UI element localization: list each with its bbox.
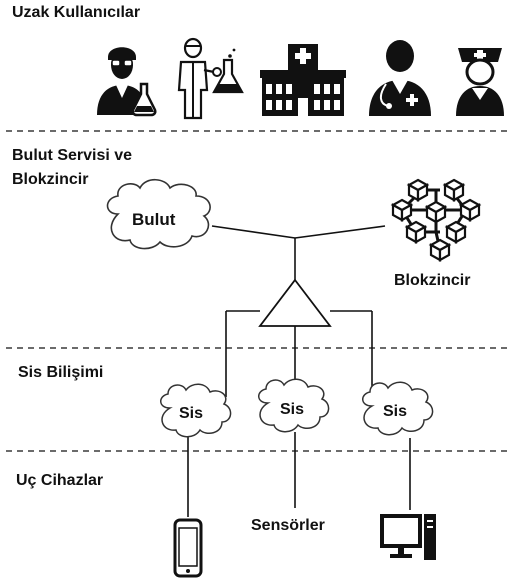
fog-node-label-1: Sis [179, 405, 204, 422]
desktop-computer-icon [380, 514, 436, 560]
nurse-icon [456, 48, 504, 116]
section-title-remote-users: Uzak Kullanıcılar [12, 4, 141, 21]
section-title-edge-devices: Uç Cihazlar [16, 472, 104, 489]
blockchain-label: Blokzincir [394, 272, 471, 289]
hospital-icon [260, 44, 346, 116]
cloud-shape [106, 178, 211, 250]
connection-lines [187, 225, 411, 517]
blockchain-cubes-icon [391, 178, 481, 262]
cloud-label: Bulut [132, 210, 176, 229]
fog-node-label-2: Sis [280, 401, 305, 418]
smartphone-icon [173, 518, 203, 578]
doctor-icon [369, 40, 431, 116]
section-title-cloud-service-line2: Blokzincir [12, 171, 89, 188]
lab-technician-icon [177, 37, 244, 120]
sensors-label: Sensörler [251, 517, 325, 534]
fog-cloud-shapes [160, 378, 434, 438]
section-title-cloud-service: Bulut Servisi ve [12, 147, 133, 164]
network-hub-triangle [258, 278, 332, 327]
scientist-icon [97, 47, 157, 117]
fog-node-label-3: Sis [383, 403, 408, 420]
section-title-fog-computing: Sis Bilişimi [18, 364, 104, 381]
